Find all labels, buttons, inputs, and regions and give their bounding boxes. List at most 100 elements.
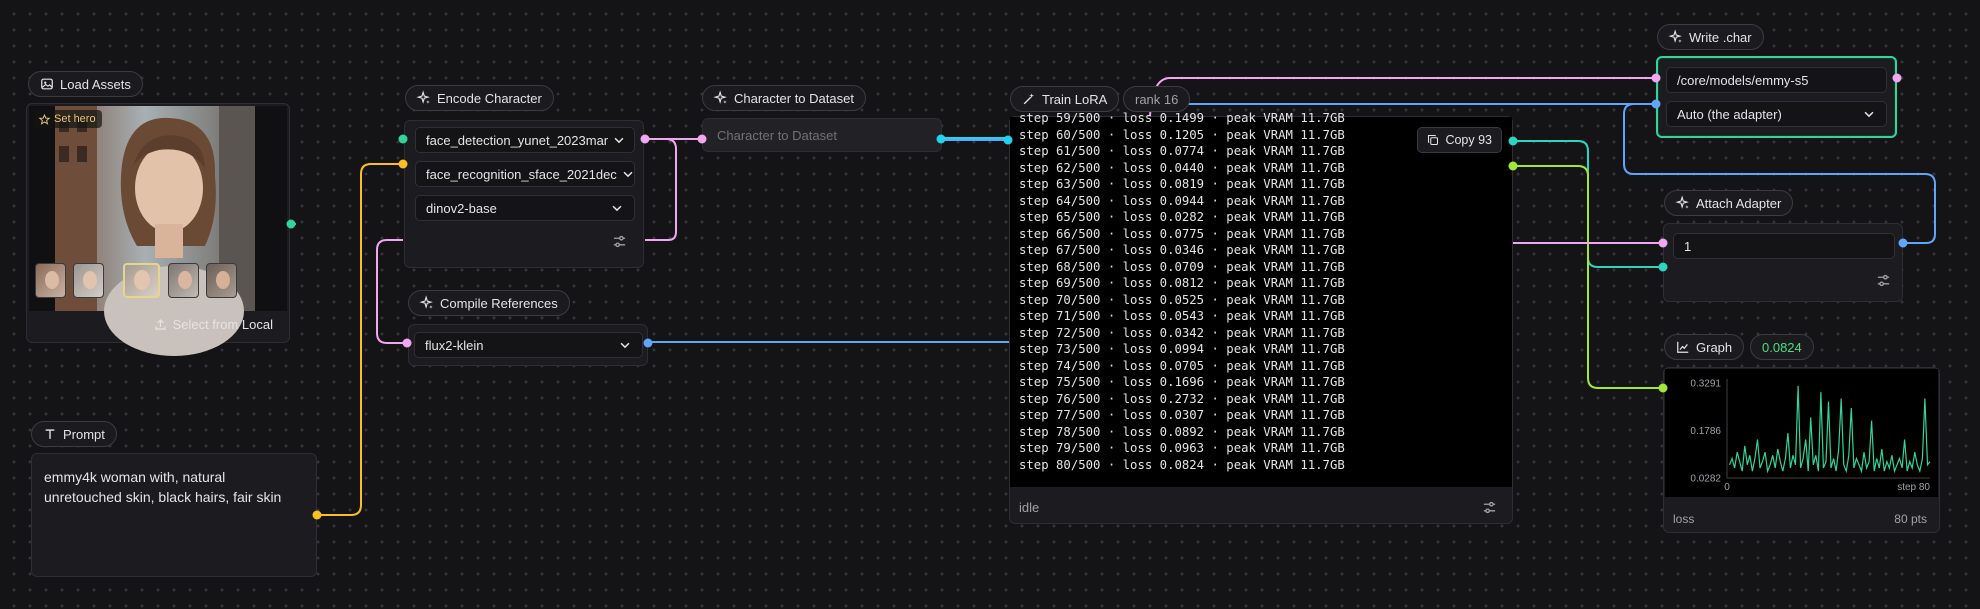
log-line: step 61/500 · loss 0.0774 · peak VRAM 11… — [1019, 144, 1345, 158]
load-assets-node: Set hero Select from Local — [26, 103, 290, 356]
write-char-path-input[interactable]: /core/models/emmy-s5 — [1666, 67, 1887, 93]
train-lora-title-text: Train LoRA — [1042, 91, 1108, 107]
loss-series-line — [1728, 385, 1931, 474]
write-char-adapter-select[interactable]: Auto (the adapter) — [1666, 101, 1887, 127]
copy-log-text: Copy 93 — [1445, 133, 1492, 147]
thumbnail-3[interactable] — [123, 263, 160, 298]
load-assets-title[interactable]: Load Assets — [28, 71, 143, 97]
write-char-input-port-b[interactable] — [1651, 99, 1661, 109]
train-log-lines: step 59/500 · loss 0.1499 · peak VRAM 11… — [1019, 110, 1345, 473]
log-line: step 78/500 · loss 0.0892 · peak VRAM 11… — [1019, 424, 1345, 439]
log-line: step 68/500 · loss 0.0709 · peak VRAM 11… — [1019, 259, 1345, 274]
graph-input-port[interactable] — [1658, 383, 1668, 393]
thumb-face — [83, 271, 97, 289]
compile-references-node: flux2-klein — [408, 324, 648, 366]
attach-adapter-title[interactable]: Attach Adapter — [1664, 190, 1794, 216]
prompt-output-port[interactable] — [312, 510, 322, 520]
compile-input-port[interactable] — [402, 338, 412, 348]
log-line: step 60/500 · loss 0.1205 · peak VRAM 11… — [1019, 127, 1345, 142]
encode-input-port-b[interactable] — [398, 159, 408, 169]
compile-references-title[interactable]: Compile References — [408, 290, 570, 316]
train-lora-title[interactable]: Train LoRA — [1010, 86, 1120, 112]
prompt-title[interactable]: Prompt — [31, 421, 117, 447]
x-tick-label: 0 — [1724, 482, 1730, 493]
log-line: step 80/500 · loss 0.0824 · peak VRAM 11… — [1019, 457, 1345, 472]
prompt-textarea[interactable]: emmy4k woman with, natural unretouched s… — [44, 469, 282, 505]
chevron-down-icon — [612, 205, 622, 212]
sparkle-icon — [1668, 29, 1682, 43]
thumb-face — [178, 271, 192, 289]
hero-image[interactable]: Set hero — [29, 106, 287, 356]
set-hero-badge[interactable]: Set hero — [33, 110, 102, 128]
log-line: step 73/500 · loss 0.0994 · peak VRAM 11… — [1019, 342, 1345, 356]
train-input-port[interactable] — [1003, 135, 1013, 145]
log-line: step 77/500 · loss 0.0307 · peak VRAM 11… — [1019, 408, 1345, 422]
log-line: step 65/500 · loss 0.0282 · peak VRAM 11… — [1019, 210, 1345, 224]
encode-input-port-a[interactable] — [398, 134, 408, 144]
attach-adapter-input[interactable]: 1 — [1673, 233, 1895, 259]
encode-select-recognition[interactable]: face_recognition_sface_2021dec — [415, 161, 635, 187]
image-icon — [41, 78, 53, 90]
y-tick-label: 0.1786 — [1690, 426, 1721, 437]
encode-output-port[interactable] — [640, 134, 650, 144]
thumbnail-5[interactable] — [206, 263, 237, 298]
attach-input-port-a[interactable] — [1658, 238, 1668, 248]
y-tick-label: 0.3291 — [1690, 379, 1721, 390]
log-line: step 70/500 · loss 0.0525 · peak VRAM 11… — [1019, 292, 1345, 307]
thumbnail-2[interactable] — [73, 263, 104, 298]
train-log-console[interactable]: step 59/500 · loss 0.1499 · peak VRAM 11… — [1010, 111, 1512, 487]
thumbnail-1[interactable] — [35, 263, 66, 298]
dataset-input-port[interactable] — [697, 134, 707, 144]
wire-prompt-encode — [317, 163, 403, 516]
rank-badge-text: rank 16 — [1135, 91, 1179, 107]
train-output-port-b[interactable] — [1508, 161, 1518, 171]
graph-footer-left: loss — [1673, 512, 1695, 526]
attach-adapter-title-text: Attach Adapter — [1696, 195, 1782, 211]
graph-title[interactable]: Graph — [1664, 334, 1745, 360]
y-tick-label: 0.0282 — [1690, 474, 1721, 485]
encode-select-detection-value: face_detection_yunet_2023mar — [426, 132, 609, 148]
train-lora-node: step 59/500 · loss 0.1499 · peak VRAM 11… — [1009, 111, 1513, 524]
write-char-input-port-a[interactable] — [1651, 73, 1661, 83]
thumb-face — [45, 271, 59, 289]
compile-output-port[interactable] — [643, 338, 653, 348]
dataset-output-port[interactable] — [936, 134, 946, 144]
write-char-adapter-value: Auto (the adapter) — [1677, 106, 1782, 122]
write-char-output-port[interactable] — [1892, 73, 1902, 83]
graph-footer-right: 80 pts — [1894, 512, 1927, 526]
select-from-local-text: Select from Local — [172, 317, 273, 332]
settings-sliders-icon[interactable] — [1876, 273, 1891, 288]
encode-character-title[interactable]: Encode Character — [405, 85, 554, 111]
chevron-down-icon — [623, 171, 633, 178]
encode-select-detection[interactable]: face_detection_yunet_2023mar — [415, 127, 635, 153]
write-char-node: /core/models/emmy-s5 Auto (the adapter) — [1656, 56, 1897, 138]
attach-output-port[interactable] — [1898, 238, 1908, 248]
select-from-local-button[interactable]: Select from Local — [154, 317, 273, 332]
log-line: step 64/500 · loss 0.0944 · peak VRAM 11… — [1019, 193, 1345, 208]
copy-log-button[interactable]: Copy 93 — [1417, 127, 1502, 153]
write-char-title[interactable]: Write .char — [1657, 24, 1764, 50]
sparkle-icon — [416, 90, 430, 104]
settings-sliders-icon[interactable] — [612, 234, 627, 249]
compile-select-model[interactable]: flux2-klein — [414, 332, 643, 358]
settings-sliders-icon[interactable] — [1482, 500, 1497, 515]
chart-line-icon — [1677, 341, 1689, 353]
prompt-title-text: Prompt — [63, 426, 105, 442]
star-icon — [38, 113, 51, 125]
load-assets-output-port[interactable] — [286, 219, 296, 229]
attach-input-port-b[interactable] — [1658, 262, 1668, 272]
wire-train-write-teal — [1513, 140, 1663, 268]
wire-encode-out — [645, 138, 677, 241]
log-line: step 72/500 · loss 0.0342 · peak VRAM 11… — [1019, 325, 1345, 340]
chevron-down-icon — [614, 137, 624, 144]
prompt-node: emmy4k woman with, natural unretouched s… — [31, 453, 317, 577]
thumbnail-4[interactable] — [168, 263, 199, 298]
encode-select-embedding[interactable]: dinov2-base — [415, 195, 635, 221]
write-char-title-text: Write .char — [1689, 29, 1752, 45]
compile-select-model-value: flux2-klein — [425, 337, 484, 353]
rank-badge[interactable]: rank 16 — [1123, 86, 1191, 112]
sparkle-icon — [1675, 195, 1689, 209]
character-to-dataset-title[interactable]: Character to Dataset — [702, 85, 866, 111]
train-output-port-a[interactable] — [1508, 136, 1518, 146]
